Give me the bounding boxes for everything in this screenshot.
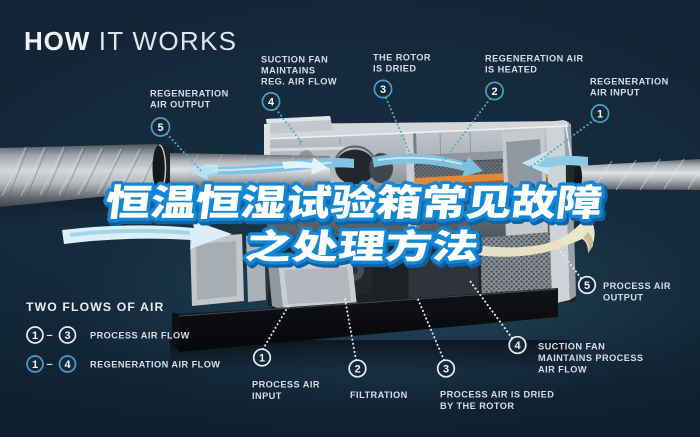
svg-text:AIR FLOW: AIR FLOW [538,365,587,375]
svg-text:4: 4 [268,97,275,109]
svg-text:–: – [47,359,53,371]
svg-text:HOW IT WORKS: HOW IT WORKS [24,26,237,56]
svg-text:INPUT: INPUT [252,391,282,401]
svg-text:AIR OUTPUT: AIR OUTPUT [150,100,211,110]
svg-text:REG. AIR FLOW: REG. AIR FLOW [261,77,337,87]
svg-text:3: 3 [380,84,386,96]
svg-text:REGENERATION: REGENERATION [150,89,229,99]
svg-text:1: 1 [32,330,38,342]
svg-text:–: – [47,330,53,342]
svg-text:PROCESS AIR: PROCESS AIR [603,281,671,291]
svg-text:THE ROTOR: THE ROTOR [373,53,431,63]
svg-text:TWO FLOWS OF AIR: TWO FLOWS OF AIR [26,300,164,314]
svg-text:REGENERATION AIR: REGENERATION AIR [485,54,584,64]
svg-text:FILTRATION: FILTRATION [350,390,408,400]
svg-text:2: 2 [491,86,497,98]
svg-text:REGENERATION AIR FLOW: REGENERATION AIR FLOW [90,360,220,370]
svg-text:MAINTAINS: MAINTAINS [261,66,315,76]
svg-text:MAINTAINS PROCESS: MAINTAINS PROCESS [538,353,644,363]
svg-text:1: 1 [597,109,603,121]
svg-text:4: 4 [514,340,521,352]
svg-text:PROCESS AIR: PROCESS AIR [252,380,320,390]
svg-text:2: 2 [354,364,360,376]
svg-text:AIR INPUT: AIR INPUT [590,88,640,98]
svg-text:SUCTION FAN: SUCTION FAN [261,55,328,65]
svg-text:3: 3 [443,364,449,376]
svg-text:4: 4 [64,359,71,371]
svg-text:5: 5 [584,280,590,292]
svg-text:PROCESS AIR FLOW: PROCESS AIR FLOW [90,331,190,341]
svg-text:5: 5 [157,122,163,134]
svg-text:IS DRIED: IS DRIED [373,64,416,74]
svg-text:1: 1 [259,353,265,365]
svg-text:PROCESS AIR IS DRIED: PROCESS AIR IS DRIED [440,390,554,400]
svg-text:SUCTION FAN: SUCTION FAN [538,342,605,352]
svg-text:IS HEATED: IS HEATED [485,65,537,75]
svg-text:1: 1 [32,359,38,371]
svg-text:3: 3 [64,330,70,342]
svg-text:BY THE ROTOR: BY THE ROTOR [440,401,515,411]
svg-text:OUTPUT: OUTPUT [603,293,643,303]
svg-text:REGENERATION: REGENERATION [590,77,669,87]
